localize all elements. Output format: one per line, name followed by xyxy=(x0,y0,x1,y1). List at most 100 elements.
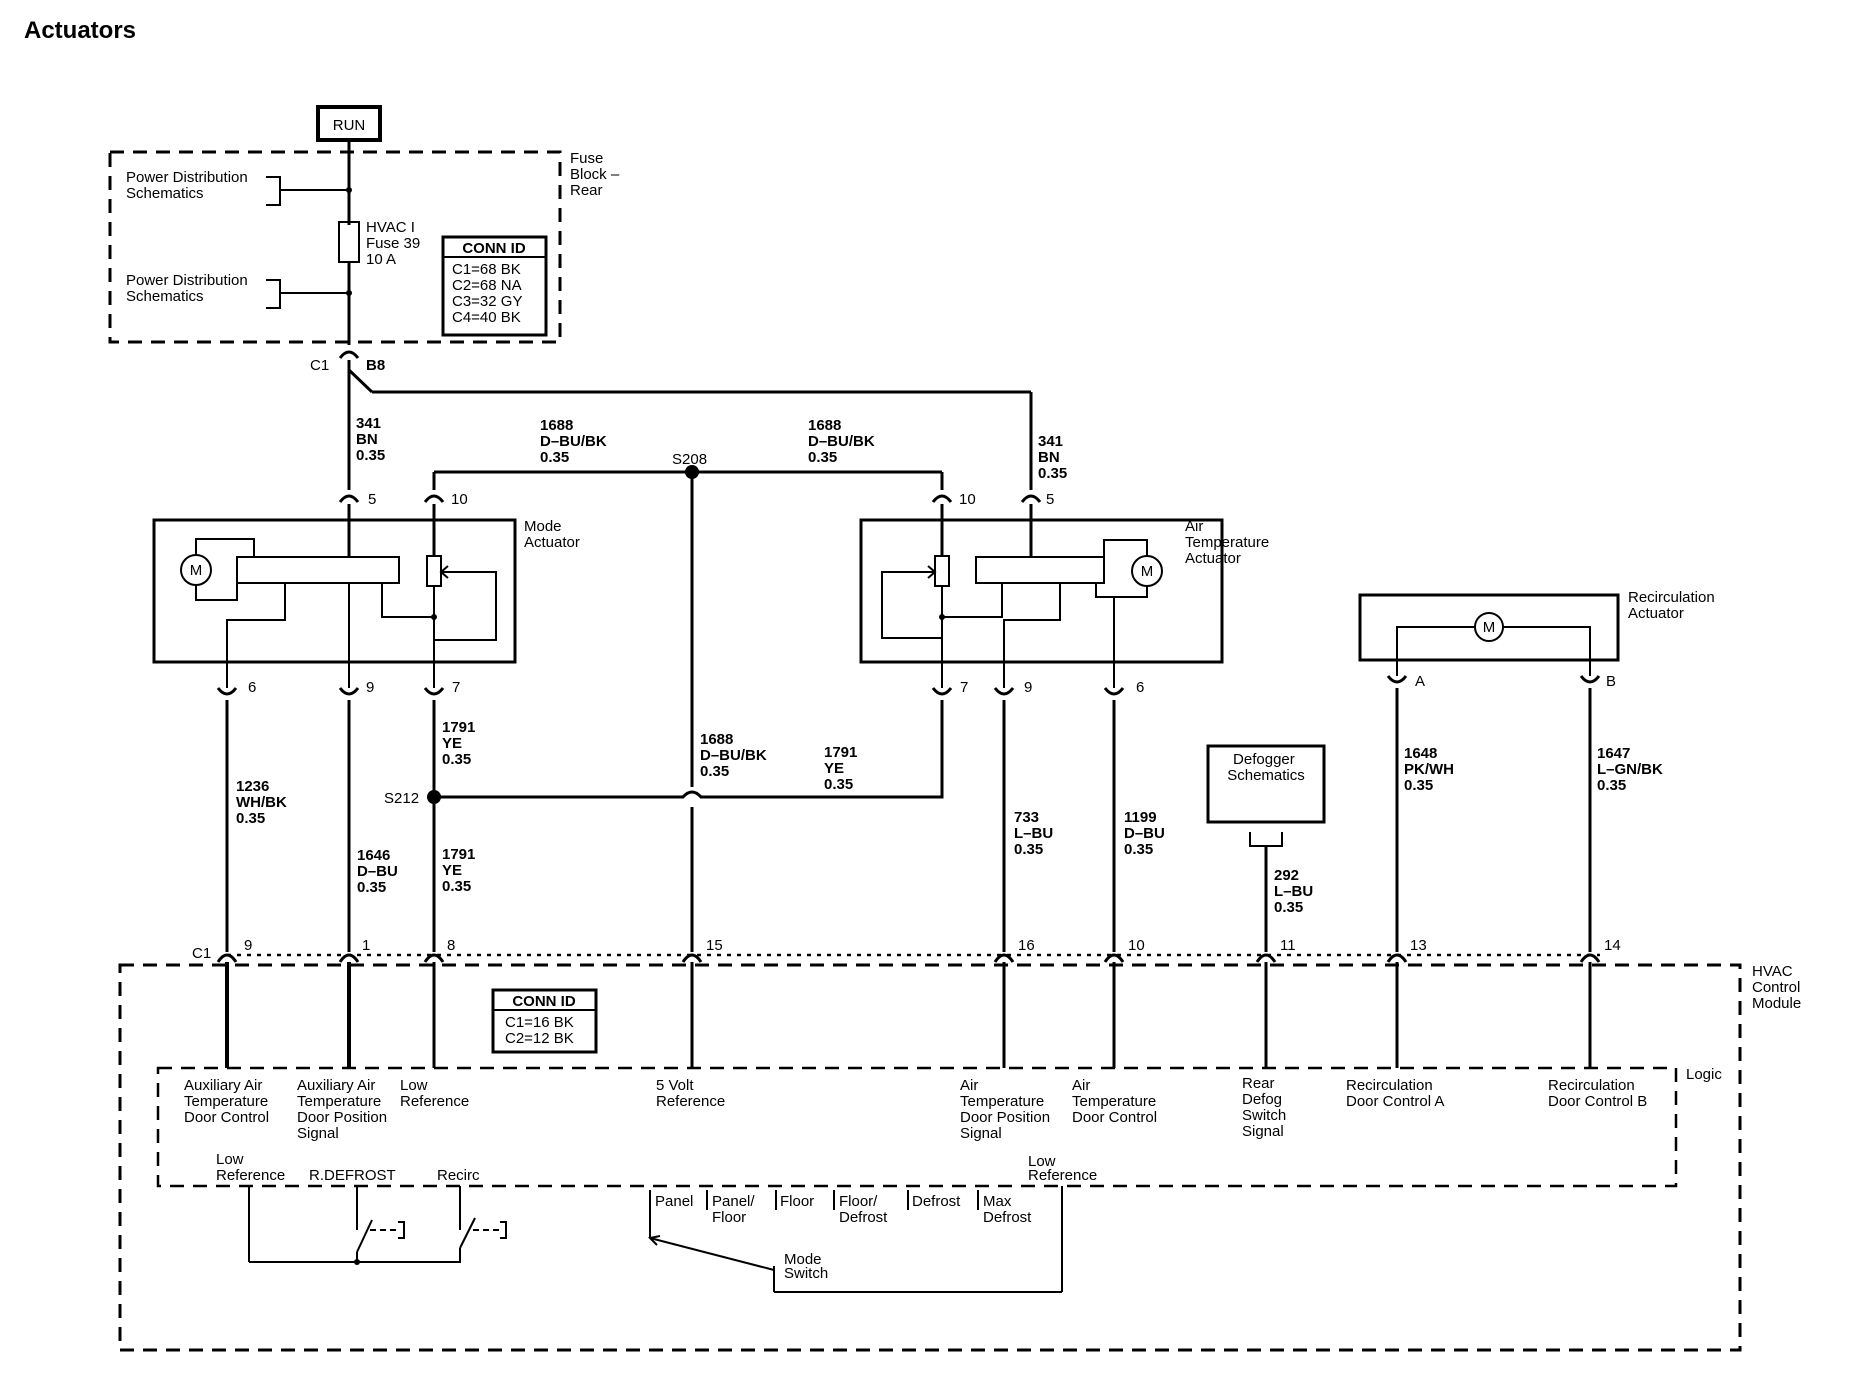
label-air-door-control: Air Temperature Door Control xyxy=(1072,1077,1160,1126)
power-dist-upper[interactable]: Power Distribution Schematics xyxy=(126,169,252,202)
conn-id-rows: C1=68 BK C2=68 NA C3=32 GY C4=40 BK xyxy=(452,261,526,326)
label-recirc: Recirc xyxy=(437,1167,480,1184)
wire-1236: 1236 WH/BK 0.35 xyxy=(236,778,291,827)
wire-1791-bottom: 1791 YE 0.35 xyxy=(442,846,480,895)
mode-switch-wiper[interactable] xyxy=(649,1237,775,1271)
bracket-icon xyxy=(1249,832,1283,847)
air-temp-actuator-label: Air Temperature Actuator xyxy=(1185,518,1273,567)
svg-text:10: 10 xyxy=(1128,937,1145,954)
wire-341-left: 341 BN 0.35 xyxy=(356,415,385,464)
mode-actuator xyxy=(152,518,517,664)
fuse-label: HVAC I Fuse 39 10 A xyxy=(366,219,424,268)
label-5v-reference: 5 Volt Reference xyxy=(656,1077,725,1110)
wire-1791-top: 1791 YE 0.35 xyxy=(442,719,480,768)
label-low-ref-left: Low Reference xyxy=(216,1151,285,1184)
mode-position-defrost: Defrost xyxy=(912,1193,961,1210)
wire-1688-left: 1688 D–BU/BK 0.35 xyxy=(540,417,611,466)
fuse-icon xyxy=(338,221,360,263)
air-actuator-gear xyxy=(975,556,1105,584)
wire-1688-mid: 1688 D–BU/BK 0.35 xyxy=(700,731,771,780)
svg-text:9: 9 xyxy=(366,679,374,696)
svg-text:9: 9 xyxy=(244,937,252,954)
wire-1688-right: 1688 D–BU/BK 0.35 xyxy=(808,417,879,466)
svg-text:M: M xyxy=(190,562,203,579)
label-aux-door-position: Auxiliary Air Temperature Door Position … xyxy=(297,1077,391,1142)
svg-text:14: 14 xyxy=(1604,937,1621,954)
module-connector-c1-label: C1 xyxy=(192,945,211,962)
conn-id-title: CONN ID xyxy=(462,240,526,257)
label-aux-door-control: Auxiliary Air Temperature Door Control xyxy=(184,1077,272,1126)
connector-c1-b8 xyxy=(338,350,360,359)
svg-text:B: B xyxy=(1606,673,1616,690)
wire-1647: 1647 L–GN/BK 0.35 xyxy=(1597,745,1667,794)
svg-text:5: 5 xyxy=(368,491,376,508)
wire-1646: 1646 D–BU 0.35 xyxy=(357,847,402,896)
svg-text:6: 6 xyxy=(248,679,256,696)
connector-b8-label: B8 xyxy=(366,357,385,374)
svg-text:C1=16 BK C2=12 BK: C1=16 BK C2=12 BK xyxy=(505,1014,578,1047)
wire-1791-right: 1791 YE 0.35 xyxy=(824,744,862,793)
svg-text:9: 9 xyxy=(1024,679,1032,696)
wire-292: 292 L–BU 0.35 xyxy=(1274,867,1317,916)
connector-c1-label: C1 xyxy=(310,357,329,374)
bracket-icon xyxy=(266,176,281,206)
svg-text:A: A xyxy=(1415,673,1425,690)
mode-position-panel-floor: Panel/ Floor xyxy=(712,1193,759,1226)
power-dist-lower[interactable]: Power Distribution Schematics xyxy=(126,272,252,305)
logic-label: Logic xyxy=(1686,1066,1722,1083)
fuse-block-rear xyxy=(108,150,562,344)
svg-text:7: 7 xyxy=(452,679,460,696)
defogger-label: Defogger Schematics xyxy=(1227,751,1305,784)
potentiometer-icon xyxy=(934,555,950,587)
svg-text:M: M xyxy=(1483,619,1496,636)
potentiometer-icon xyxy=(426,555,442,587)
r-defrost-switch[interactable] xyxy=(356,1219,373,1253)
label-low-reference: Low Reference xyxy=(400,1077,469,1110)
svg-text:10: 10 xyxy=(959,491,976,508)
conn-id-table-top xyxy=(441,235,548,337)
svg-text:CONN ID: CONN ID xyxy=(512,993,576,1010)
svg-text:11: 11 xyxy=(1280,937,1296,954)
label-recirc-a: Recirculation Door Control A xyxy=(1346,1077,1444,1110)
svg-text:15: 15 xyxy=(706,937,723,954)
mode-actuator-gear xyxy=(236,556,400,584)
svg-text:1: 1 xyxy=(362,937,370,954)
splice-s208-label: S208 xyxy=(672,451,707,468)
splice-s212-label: S212 xyxy=(384,790,419,807)
hvac-module-label: HVAC Control Module xyxy=(1752,963,1805,1012)
label-mode-switch: Mode Switch xyxy=(784,1251,828,1282)
mode-position-max-defrost: Max Defrost xyxy=(983,1193,1032,1226)
air-temperature-actuator xyxy=(859,518,1224,664)
mode-position-panel: Panel xyxy=(655,1193,693,1210)
svg-text:8: 8 xyxy=(447,937,455,954)
svg-text:6: 6 xyxy=(1136,679,1144,696)
label-r-defrost: R.DEFROST xyxy=(309,1167,396,1184)
svg-text:M: M xyxy=(1141,563,1154,580)
svg-text:7: 7 xyxy=(960,679,968,696)
conn-id-table-module xyxy=(491,988,598,1054)
svg-text:13: 13 xyxy=(1410,937,1427,954)
mode-position-floor-defrost: Floor/ Defrost xyxy=(839,1193,888,1226)
fuse-block-label: Fuse Block – Rear xyxy=(570,150,623,199)
wire-341-right: 341 BN 0.35 xyxy=(1038,433,1067,482)
run-label: RUN xyxy=(333,117,366,134)
bracket-icon xyxy=(266,279,281,309)
label-air-door-position: Air Temperature Door Position Signal xyxy=(960,1077,1054,1142)
hvac-control-module xyxy=(118,963,1742,1352)
wire-1648: 1648 PK/WH 0.35 xyxy=(1404,745,1458,794)
wire-733: 733 L–BU 0.35 xyxy=(1014,809,1057,858)
page-title: Actuators xyxy=(24,17,136,44)
mode-position-floor: Floor xyxy=(780,1193,814,1210)
motor-icon xyxy=(1474,612,1504,642)
mode-actuator-label: Mode Actuator xyxy=(524,518,580,551)
defogger-schematics[interactable] xyxy=(1206,744,1326,824)
recirc-switch[interactable] xyxy=(459,1217,476,1249)
svg-text:16: 16 xyxy=(1018,937,1035,954)
label-rear-defog: Rear Defog Switch Signal xyxy=(1242,1075,1290,1140)
label-recirc-b: Recirculation Door Control B xyxy=(1548,1077,1647,1110)
recirc-actuator-label: Recirculation Actuator xyxy=(1628,589,1719,622)
wire-1199: 1199 D–BU 0.35 xyxy=(1124,809,1169,858)
label-low-ref-right: Low Reference xyxy=(1028,1153,1097,1184)
logic-box xyxy=(156,1066,1678,1188)
